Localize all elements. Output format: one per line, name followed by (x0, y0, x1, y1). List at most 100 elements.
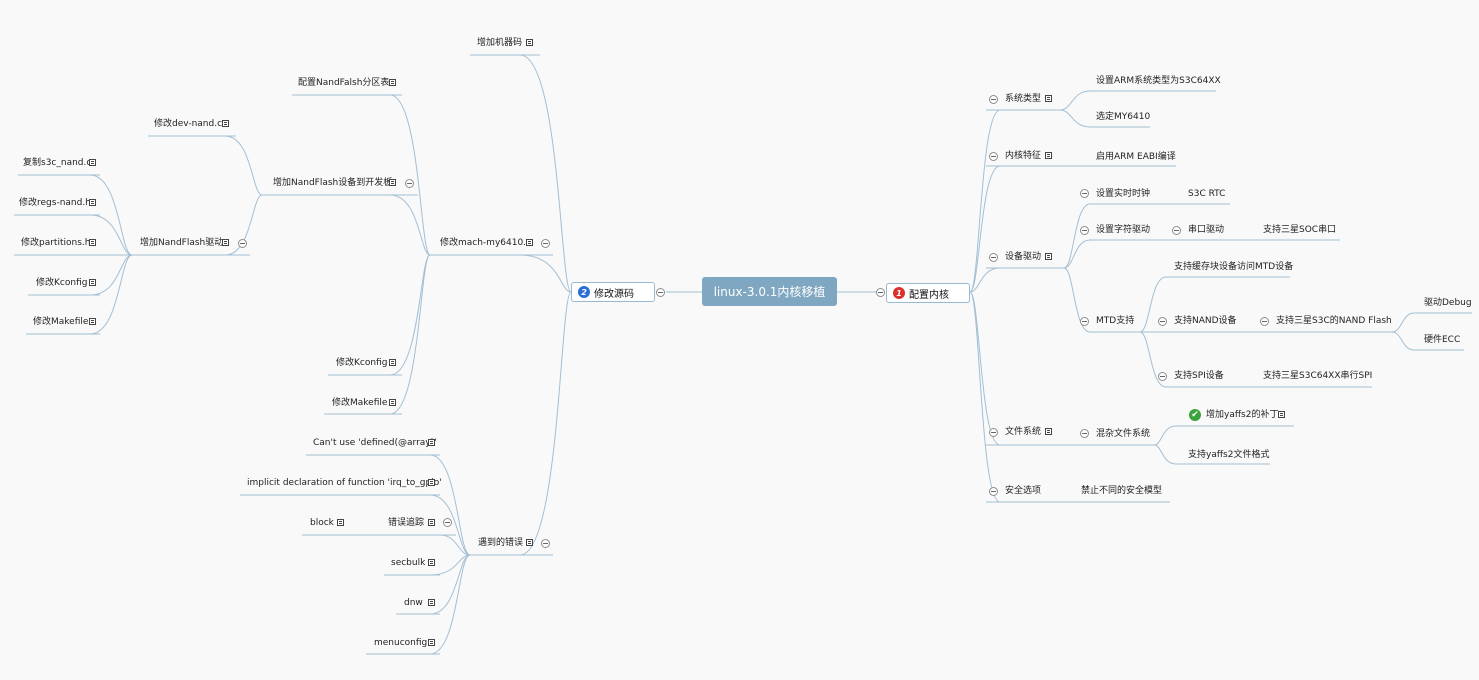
topic-char-drv[interactable]: 设置字符驱动 (1096, 225, 1151, 235)
note-icon[interactable] (89, 239, 96, 246)
collapse-mtd[interactable] (1080, 317, 1089, 326)
topic-arm-type[interactable]: 设置ARM系统类型为S3C64XX (1096, 76, 1221, 86)
note-icon[interactable] (428, 559, 435, 566)
note-icon[interactable] (526, 39, 533, 46)
note-icon[interactable] (1045, 428, 1052, 435)
topic-eabi[interactable]: 启用ARM EABI编译 (1096, 152, 1176, 162)
note-icon[interactable] (89, 199, 96, 206)
topic-add-machine-code[interactable]: 增加机器码 (477, 38, 523, 48)
topic-copy-s3c[interactable]: 复制s3c_nand.c (23, 158, 92, 168)
topic-errors[interactable]: 遇到的错误 (478, 538, 524, 548)
priority-2-icon: 2 (578, 286, 590, 298)
note-icon[interactable] (222, 120, 229, 127)
collapse-central-left[interactable] (656, 288, 665, 297)
topic-yaffs-patch[interactable]: 增加yaffs2的补丁 (1206, 410, 1279, 420)
main-branch-modify-source[interactable]: 2 修改源码 (571, 282, 655, 302)
note-icon[interactable] (89, 318, 96, 325)
central-topic-label: linux-3.0.1内核移植 (713, 285, 826, 299)
central-topic[interactable]: linux-3.0.1内核移植 (702, 277, 837, 306)
collapse-err-trace[interactable] (443, 518, 452, 527)
topic-block[interactable]: block (310, 518, 334, 528)
note-icon[interactable] (337, 519, 344, 526)
collapse-add-nand-board[interactable] (405, 179, 414, 188)
collapse-add-nand-driver[interactable] (238, 239, 247, 248)
collapse-sys-type[interactable] (989, 95, 998, 104)
collapse-serial[interactable] (1172, 226, 1181, 235)
topic-fs[interactable]: 文件系统 (1005, 427, 1042, 437)
note-icon[interactable] (1045, 152, 1052, 159)
topic-err-implicit[interactable]: implicit declaration of function 'irq_to… (247, 478, 442, 488)
note-icon[interactable] (428, 639, 435, 646)
note-icon[interactable] (526, 239, 533, 246)
topic-sec-model[interactable]: 禁止不同的安全模型 (1081, 486, 1163, 496)
collapse-security[interactable] (989, 487, 998, 496)
priority-1-icon: 1 (893, 287, 905, 299)
note-icon[interactable] (89, 159, 96, 166)
topic-nand-partition[interactable]: 配置NandFalsh分区表 (298, 78, 390, 88)
topic-s3c-nand[interactable]: 支持三星S3C的NAND Flash (1276, 316, 1392, 326)
note-icon[interactable] (428, 519, 435, 526)
topic-dev-nand[interactable]: 修改dev-nand.c (154, 119, 223, 129)
note-icon[interactable] (389, 79, 396, 86)
topic-partitions[interactable]: 修改partitions.h (21, 238, 91, 248)
topic-yaffs-fmt[interactable]: 支持yaffs2文件格式 (1188, 450, 1270, 460)
collapse-nand-dev[interactable] (1158, 317, 1167, 326)
topic-my6410[interactable]: 选定MY6410 (1096, 112, 1151, 122)
topic-misc-fs[interactable]: 混杂文件系统 (1096, 429, 1151, 439)
topic-dnw[interactable]: dnw (404, 598, 423, 608)
note-icon[interactable] (89, 279, 96, 286)
main-branch-config-kernel[interactable]: 1 配置内核 (886, 283, 970, 303)
topic-mtd[interactable]: MTD支持 (1096, 316, 1135, 326)
topic-mtd-cache[interactable]: 支持缓存块设备访问MTD设备 (1174, 262, 1294, 272)
collapse-errors[interactable] (541, 539, 550, 548)
topic-err-trace[interactable]: 错误追踪 (388, 518, 425, 528)
collapse-spi-dev[interactable] (1158, 372, 1167, 381)
collapse-char-drv[interactable] (1080, 226, 1089, 235)
topic-nand-dev[interactable]: 支持NAND设备 (1174, 316, 1237, 326)
collapse-kernel-feat[interactable] (989, 152, 998, 161)
topic-add-nand-board[interactable]: 增加NandFlash设备到开发板 (273, 178, 393, 188)
collapse-mach[interactable] (541, 239, 550, 248)
main-branch-label: 配置内核 (909, 289, 949, 301)
collapse-s3c-nand[interactable] (1260, 317, 1269, 326)
topic-kconfig-sub[interactable]: 修改Kconfig (36, 278, 88, 288)
collapse-drivers[interactable] (989, 253, 998, 262)
topic-drv-debug[interactable]: 驱动Debug (1424, 298, 1472, 308)
note-icon[interactable] (389, 179, 396, 186)
note-icon[interactable] (1278, 411, 1285, 418)
note-icon[interactable] (389, 359, 396, 366)
note-icon[interactable] (428, 479, 435, 486)
topic-mach[interactable]: 修改mach-my6410.c (440, 238, 531, 248)
topic-add-nand-driver[interactable]: 增加NandFlash驱动 (140, 238, 224, 248)
topic-makefile-sub[interactable]: 修改Makefile (33, 317, 89, 327)
topic-regs-nand[interactable]: 修改regs-nand.h (19, 198, 91, 208)
collapse-fs[interactable] (989, 428, 998, 437)
topic-security[interactable]: 安全选项 (1005, 486, 1042, 496)
topic-kernel-feat[interactable]: 内核特征 (1005, 151, 1042, 161)
topic-sys-type[interactable]: 系统类型 (1005, 94, 1042, 104)
note-icon[interactable] (1045, 253, 1052, 260)
note-icon[interactable] (1045, 95, 1052, 102)
topic-makefile[interactable]: 修改Makefile (332, 398, 388, 408)
topic-drivers[interactable]: 设备驱动 (1005, 252, 1042, 262)
topic-kconfig[interactable]: 修改Kconfig (336, 358, 388, 368)
topic-soc-serial[interactable]: 支持三星SOC串口 (1263, 225, 1337, 235)
collapse-rtc[interactable] (1080, 189, 1089, 198)
topic-s3c-spi[interactable]: 支持三星S3C64XX串行SPI (1263, 371, 1373, 381)
note-icon[interactable] (222, 239, 229, 246)
topic-err-defined[interactable]: Can't use 'defined(@array)' (313, 438, 437, 448)
note-icon[interactable] (389, 399, 396, 406)
topic-spi-dev[interactable]: 支持SPI设备 (1174, 371, 1224, 381)
topic-s3c-rtc[interactable]: S3C RTC (1188, 189, 1226, 199)
collapse-central-right[interactable] (876, 288, 885, 297)
topic-serial[interactable]: 串口驱动 (1188, 225, 1225, 235)
collapse-misc-fs[interactable] (1080, 429, 1089, 438)
topic-rtc[interactable]: 设置实时时钟 (1096, 189, 1151, 199)
note-icon[interactable] (428, 599, 435, 606)
topic-menuconfig[interactable]: menuconfig (374, 638, 428, 648)
note-icon[interactable] (526, 539, 533, 546)
topic-secbulk[interactable]: secbulk (391, 558, 426, 568)
note-icon[interactable] (428, 439, 435, 446)
topic-hw-ecc[interactable]: 硬件ECC (1424, 335, 1461, 345)
